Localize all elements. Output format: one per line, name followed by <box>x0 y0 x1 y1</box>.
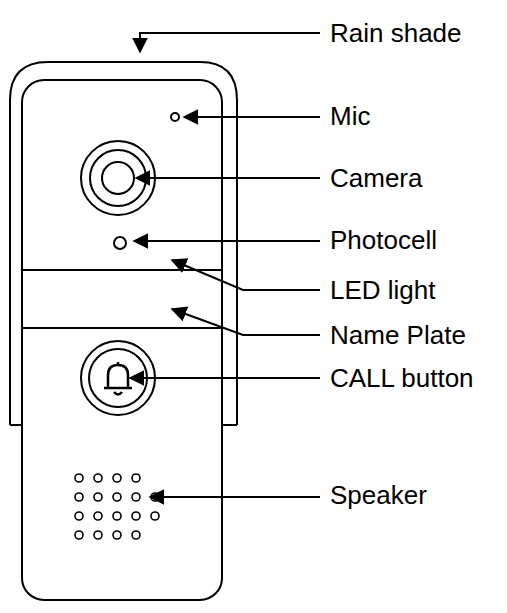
speaker-hole <box>94 531 102 539</box>
doorbell-body <box>22 80 222 600</box>
part-label: Mic <box>330 103 370 129</box>
mic-hole <box>171 113 179 121</box>
speaker-hole <box>94 512 102 520</box>
speaker-hole <box>132 474 140 482</box>
speaker-hole <box>94 474 102 482</box>
speaker-hole <box>75 512 83 520</box>
speaker-hole <box>113 512 121 520</box>
camera-lens <box>102 162 134 194</box>
photocell <box>114 237 126 249</box>
part-label: Speaker <box>330 482 427 508</box>
speaker-hole <box>151 512 159 520</box>
bell-icon <box>104 362 132 395</box>
speaker-hole <box>132 531 140 539</box>
speaker-hole <box>113 531 121 539</box>
speaker-hole <box>75 474 83 482</box>
speaker-hole <box>75 531 83 539</box>
name-plate-band <box>22 270 222 328</box>
part-label: Photocell <box>330 227 437 253</box>
speaker-hole <box>132 512 140 520</box>
part-label: CALL button <box>330 365 474 391</box>
part-label: LED light <box>330 277 436 303</box>
speaker-hole <box>113 493 121 501</box>
part-label: Camera <box>330 165 422 191</box>
speaker-hole <box>94 493 102 501</box>
speaker-hole <box>132 493 140 501</box>
part-label: Name Plate <box>330 322 466 348</box>
part-label: Rain shade <box>330 20 462 46</box>
leader-lines <box>130 33 320 497</box>
speaker-hole <box>113 474 121 482</box>
speaker-grille <box>75 474 159 539</box>
speaker-hole <box>75 493 83 501</box>
